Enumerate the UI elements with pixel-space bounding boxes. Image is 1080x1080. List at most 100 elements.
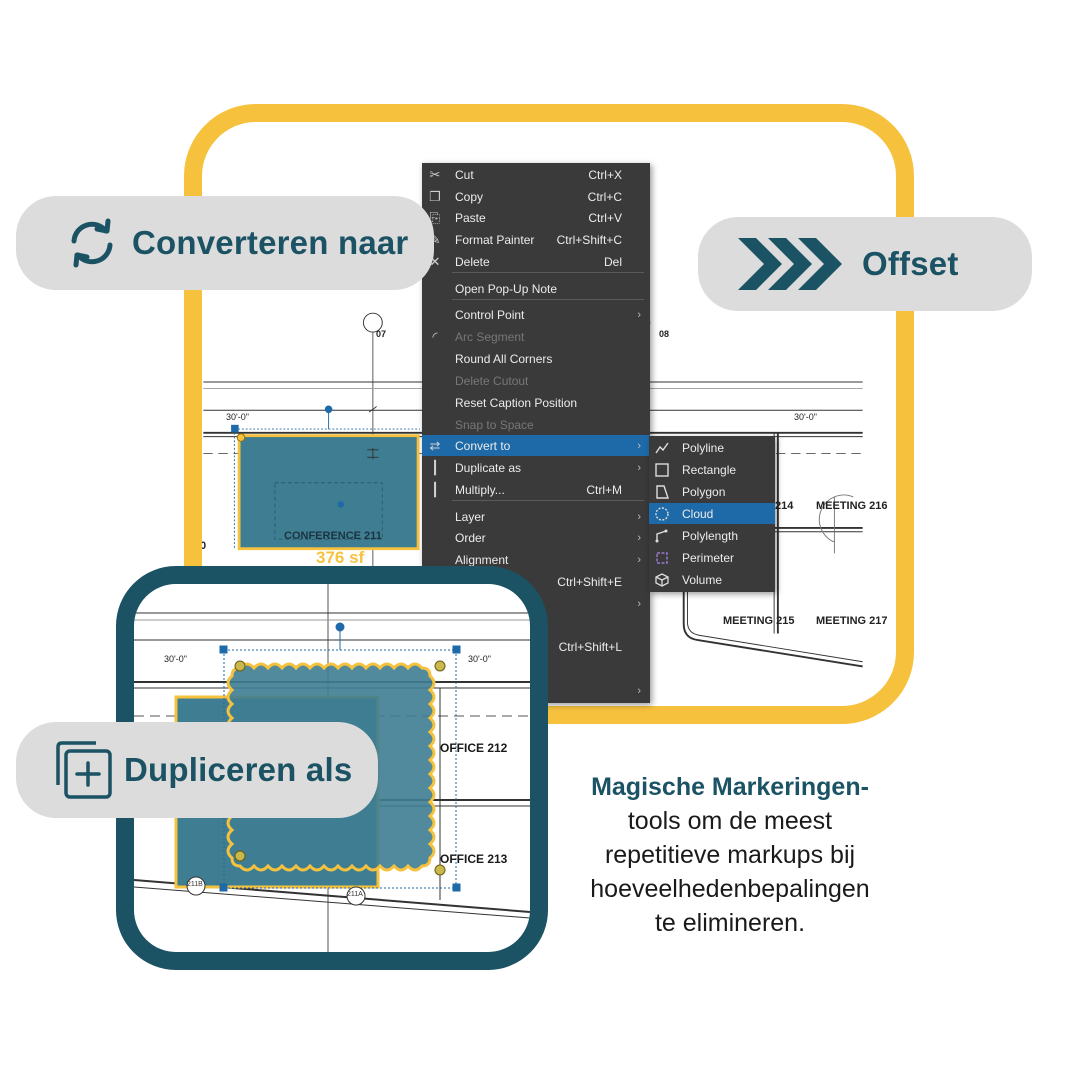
menu-item-label: Format Painter (455, 232, 535, 247)
menu-item-round-all-corners[interactable]: Round All Corners (422, 348, 650, 369)
menu-item-delete-cutout: Delete Cutout (422, 370, 650, 391)
convert-to-label: Converteren naar (132, 224, 409, 261)
room-label-214: 214 (775, 500, 794, 512)
menu-item-item-18[interactable]: Ctrl+Shift+E (422, 571, 650, 592)
menu-item-label: Delete (455, 254, 490, 269)
grid-marker-07: 07 (375, 329, 386, 339)
tagline-line-1: tools om de meest (627, 807, 833, 835)
chevron-right-icon: › (637, 531, 641, 544)
menu-item-label: Layer (455, 509, 486, 524)
menu-item-control-point[interactable]: Control Point › (422, 304, 650, 325)
chevron-right-icon: › (637, 510, 641, 523)
refresh-arrows-icon (71, 218, 113, 268)
convert-to-pill: Converteren naar (16, 196, 434, 290)
perimeter-icon (656, 551, 668, 564)
menu-item-label: Copy (455, 189, 484, 204)
area-label: 376 sf (316, 548, 365, 567)
menu-item-label: Multiply... (455, 482, 505, 497)
menu-item-label: Alignment (455, 552, 509, 567)
menu-item-label: Cut (455, 167, 474, 182)
submenu-item-label: Volume (682, 572, 723, 587)
submenu-item-polylength[interactable]: Polylength (649, 525, 775, 546)
menu-item-duplicate-as[interactable]: ┃ Duplicate as › (422, 457, 650, 478)
menu-item-snap-to-space: Snap to Space (422, 414, 650, 435)
chevron-right-icon: › (637, 597, 641, 610)
door-tag-211b: 211B (187, 881, 203, 888)
dimension-label-right: 30'-0" (794, 412, 817, 422)
door-tag-211a: 211A (347, 891, 363, 898)
menu-item-convert-to[interactable]: ⇄ Convert to › (422, 435, 650, 456)
menu-item-open-pop-up-note[interactable]: Open Pop-Up Note (422, 278, 650, 299)
menu-item-shortcut: Ctrl+Shift+E (557, 574, 622, 589)
menu-item-label: Open Pop-Up Note (455, 281, 558, 296)
cloud-icon (655, 506, 669, 521)
menu-separator (452, 272, 644, 273)
convert-icon: ⇄ (429, 437, 441, 453)
menu-item-label: Convert to (455, 438, 511, 453)
duplicate-icon: ┃ (431, 459, 439, 475)
submenu-item-polyline[interactable]: Polyline (649, 437, 775, 458)
copy-icon: ❐ (429, 188, 441, 204)
room-label-meeting-217: MEETING 217 (816, 615, 888, 627)
menu-item-label: Order (455, 530, 486, 545)
submenu-item-perimeter[interactable]: Perimeter (649, 547, 775, 568)
duplicate-as-label: Dupliceren als (124, 751, 353, 788)
triple-chevron-icon (738, 238, 842, 290)
submenu-item-label: Polyline (682, 440, 725, 455)
arc-icon: ◜ (432, 328, 438, 344)
delete-x-icon: ✕ (429, 253, 441, 269)
menu-item-label: Round All Corners (455, 351, 553, 366)
submenu-item-label: Rectangle (682, 462, 737, 477)
menu-item-multiply[interactable]: ┃Multiply...Ctrl+M (422, 479, 650, 500)
menu-item-shortcut: Ctrl+V (588, 210, 622, 225)
room-label-meeting-215: MEETING 215 (723, 615, 795, 627)
submenu-item-volume[interactable]: Volume (649, 569, 775, 590)
offset-label: Offset (862, 245, 959, 282)
multiply-icon: ┃ (431, 481, 439, 497)
menu-item-label: Duplicate as (455, 460, 522, 475)
submenu-item-label: Perimeter (682, 550, 735, 565)
chevron-right-icon: › (637, 684, 641, 697)
tagline-line-2: repetitieve markups bij (604, 841, 856, 869)
room-label-meeting-216: MEETING 216 (816, 500, 888, 512)
menu-item-label: Delete Cutout (455, 373, 529, 388)
paste-icon: ⎘ (429, 209, 441, 225)
menu-item-shortcut: Ctrl+Shift+L (558, 639, 622, 654)
menu-item-item-21[interactable]: › (422, 680, 650, 701)
scissors-icon: ✂ (429, 166, 441, 182)
submenu-item-rectangle[interactable]: Rectangle (649, 459, 775, 480)
tagline-line-4: te elimineren. (654, 909, 806, 937)
menu-item-reset-caption-position[interactable]: Reset Caption Position (422, 392, 650, 413)
polyline-icon (655, 442, 669, 453)
tagline-line-3: hoeveelhedenbepalingen (590, 875, 870, 903)
menu-item-label: Control Point (455, 307, 525, 322)
submenu-item-polygon[interactable]: Polygon (649, 481, 775, 502)
submenu-item-label: Polygon (682, 484, 726, 499)
submenu-item-cloud[interactable]: Cloud (649, 503, 775, 524)
tagline-heading: Magische Markeringen- (591, 773, 869, 801)
chevron-right-icon: › (637, 439, 641, 452)
menu-item-item-20[interactable]: Ctrl+Shift+L (422, 636, 650, 657)
chevron-right-icon: › (637, 553, 641, 566)
duplicate-plus-icon (56, 741, 112, 799)
menu-item-shortcut: Ctrl+X (588, 167, 622, 182)
menu-item-item-19[interactable]: › (422, 593, 650, 614)
menu-item-arc-segment: ◜Arc Segment (422, 326, 650, 347)
room-label-conference-211: CONFERENCE 211 (284, 530, 382, 542)
drawing-edge-mark: 0 (200, 540, 207, 552)
menu-item-label: Reset Caption Position (455, 395, 578, 410)
menu-item-alignment[interactable]: Alignment › (422, 549, 650, 570)
volume-icon (655, 572, 669, 587)
menu-item-layer[interactable]: Layer › (422, 506, 650, 527)
menu-item-cut[interactable]: ✂ Cut Ctrl+X (422, 164, 650, 185)
tagline: Magische Markeringen- tools om de meest … (560, 770, 900, 940)
menu-item-order[interactable]: Order › (422, 527, 650, 548)
room-label-office-212: OFFICE 212 (440, 741, 508, 755)
chevron-right-icon: › (637, 308, 641, 321)
chevron-right-icon: › (637, 461, 641, 474)
dimension-label-left: 30'-0" (226, 412, 249, 422)
